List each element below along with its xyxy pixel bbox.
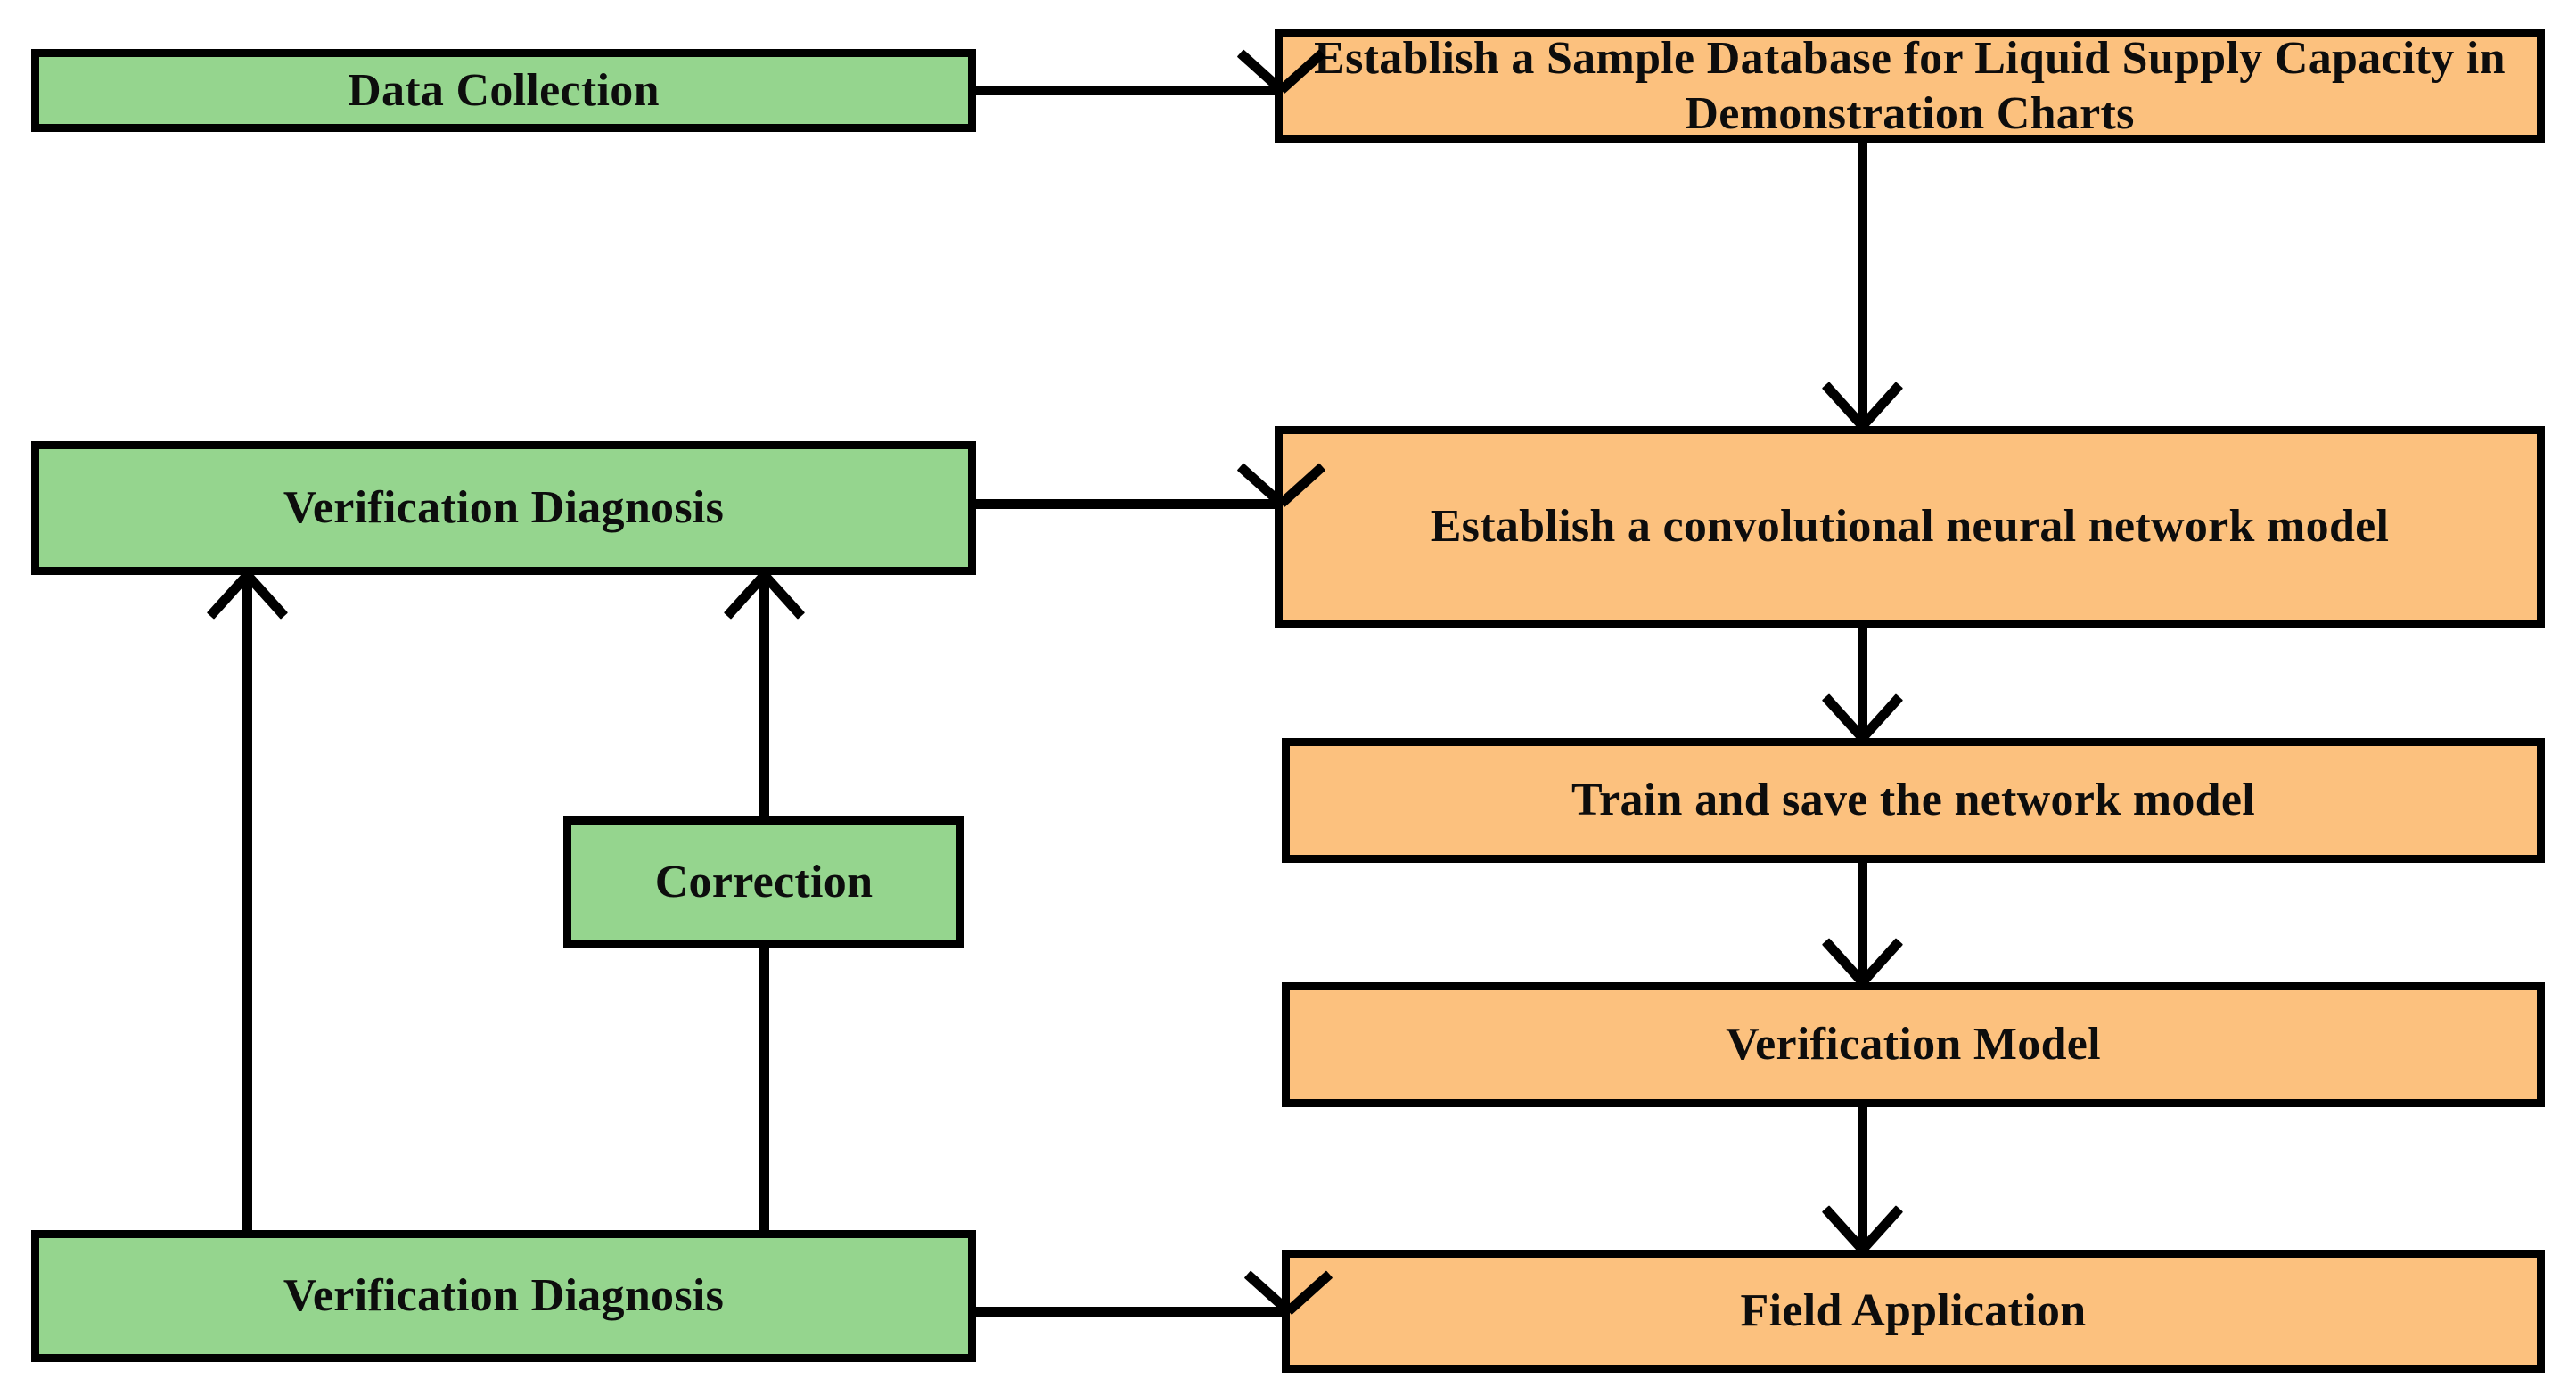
edge-line: [1858, 628, 1867, 738]
node-data-collection[interactable]: Data Collection: [31, 49, 976, 132]
edge-line: [976, 1307, 1286, 1317]
node-label: Establish a convolutional neural network…: [1430, 501, 2390, 553]
node-train-save-model[interactable]: Train and save the network model: [1282, 738, 2545, 863]
edge-line: [242, 575, 252, 1230]
edge-line: [976, 499, 1279, 509]
node-verification-diagnosis-upper[interactable]: Verification Diagnosis: [31, 441, 976, 575]
edge-line: [1858, 1107, 1867, 1250]
node-label: Verification Diagnosis: [283, 1270, 725, 1322]
node-verification-model[interactable]: Verification Model: [1282, 982, 2545, 1107]
edge-line: [759, 948, 769, 1230]
node-label: Verification Diagnosis: [283, 482, 725, 534]
edge-line: [759, 575, 769, 816]
edge-line: [976, 86, 1279, 95]
edge-line: [1858, 863, 1867, 982]
node-sample-database[interactable]: Establish a Sample Database for Liquid S…: [1275, 29, 2545, 143]
node-label: Correction: [654, 857, 874, 908]
node-correction[interactable]: Correction: [563, 816, 964, 948]
node-label: Data Collection: [348, 64, 660, 116]
node-verification-diagnosis-lower[interactable]: Verification Diagnosis: [31, 1230, 976, 1362]
node-label: Train and save the network model: [1571, 775, 2255, 826]
edge-line: [1858, 143, 1867, 426]
node-label: Field Application: [1740, 1285, 2087, 1337]
node-field-application[interactable]: Field Application: [1282, 1250, 2545, 1373]
node-cnn-model[interactable]: Establish a convolutional neural network…: [1275, 426, 2545, 628]
node-label: Verification Model: [1726, 1019, 2101, 1071]
node-label: Establish a Sample Database for Liquid S…: [1314, 33, 2506, 139]
